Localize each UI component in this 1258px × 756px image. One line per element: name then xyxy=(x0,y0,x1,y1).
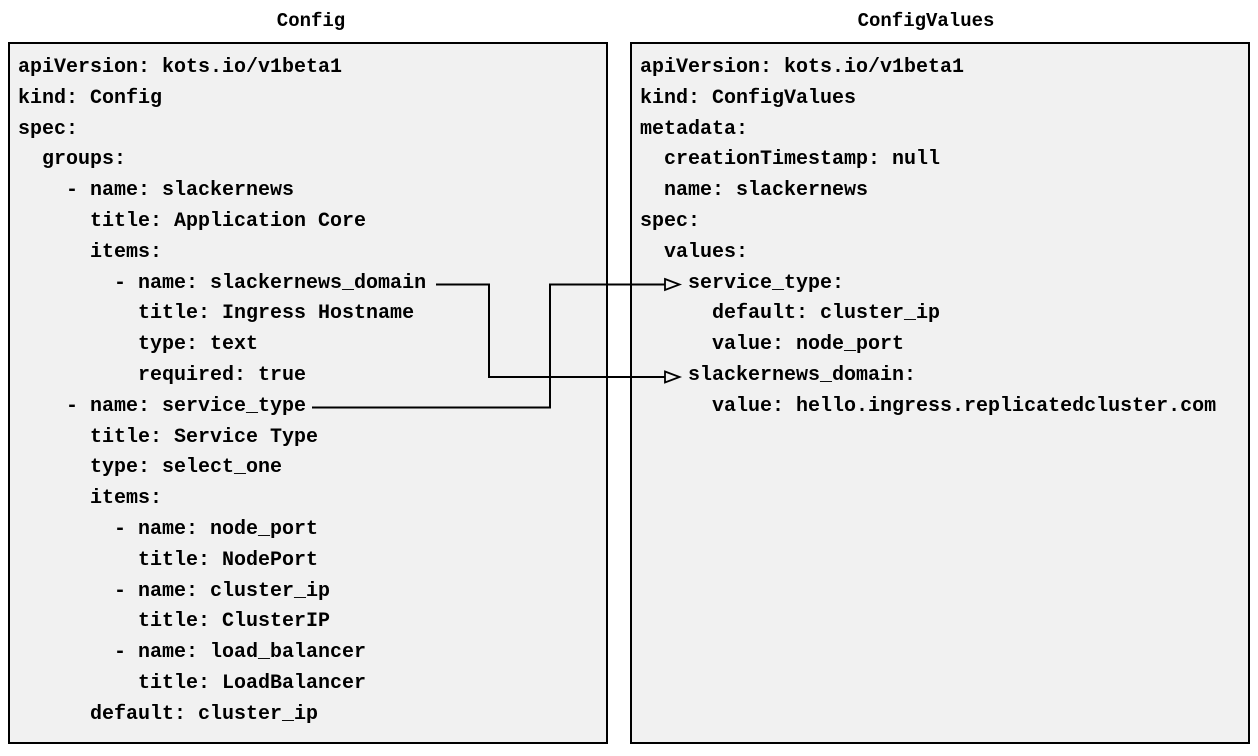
yaml-line: spec: xyxy=(640,209,701,233)
yaml-line: default: cluster_ip xyxy=(640,302,941,326)
yaml-line: spec: xyxy=(18,117,79,141)
yaml-line: service_type: xyxy=(640,271,845,295)
yaml-line: value: node_port xyxy=(640,333,905,357)
yaml-line: apiVersion: kots.io/v1beta1 xyxy=(18,56,343,79)
configvalues-yaml-code: apiVersion: kots.io/v1beta1 kind: ConfigV… xyxy=(640,53,1248,423)
yaml-line: - name: service_type xyxy=(18,394,307,418)
yaml-line: title: ClusterIP xyxy=(18,610,331,634)
yaml-line: - name: slackernews_domain xyxy=(18,271,427,295)
yaml-line: title: Application Core xyxy=(18,209,367,233)
yaml-line: kind: ConfigValues xyxy=(640,86,857,110)
yaml-line: name: slackernews xyxy=(640,179,869,203)
yaml-line: values: xyxy=(640,240,749,264)
config-panel-title: Config xyxy=(276,10,346,32)
yaml-line: default: cluster_ip xyxy=(18,702,319,726)
yaml-line: - name: cluster_ip xyxy=(18,579,331,603)
yaml-line: type: select_one xyxy=(18,456,283,480)
yaml-line: - name: load_balancer xyxy=(18,641,367,665)
yaml-line: required: true xyxy=(18,363,307,387)
configvalues-yaml-box: apiVersion: kots.io/v1beta1 kind: ConfigV… xyxy=(630,42,1250,744)
yaml-line: creationTimestamp: null xyxy=(640,148,941,172)
yaml-line: title: LoadBalancer xyxy=(18,671,367,695)
config-yaml-code: apiVersion: kots.io/v1beta1 kind: Config s… xyxy=(18,53,606,731)
yaml-line: groups: xyxy=(18,148,127,172)
yaml-line: title: Service Type xyxy=(18,425,319,449)
yaml-line: type: text xyxy=(18,333,259,357)
yaml-line: slackernews_domain: xyxy=(640,363,917,387)
configvalues-panel-title: ConfigValues xyxy=(857,10,995,32)
yaml-line: - name: slackernews xyxy=(18,179,295,203)
yaml-line: value: hello.ingress.replicatedcluster.c… xyxy=(640,394,1217,418)
yaml-line: metadata: xyxy=(640,117,749,141)
yaml-line: items: xyxy=(18,487,163,511)
config-yaml-box: apiVersion: kots.io/v1beta1 kind: Config s… xyxy=(8,42,608,744)
yaml-line: kind: Config xyxy=(18,86,163,110)
yaml-line: title: NodePort xyxy=(18,548,319,572)
yaml-line: items: xyxy=(18,240,163,264)
yaml-line: title: Ingress Hostname xyxy=(18,302,415,326)
yaml-line: - name: node_port xyxy=(18,517,319,541)
yaml-line: apiVersion: kots.io/v1beta1 xyxy=(640,56,965,79)
